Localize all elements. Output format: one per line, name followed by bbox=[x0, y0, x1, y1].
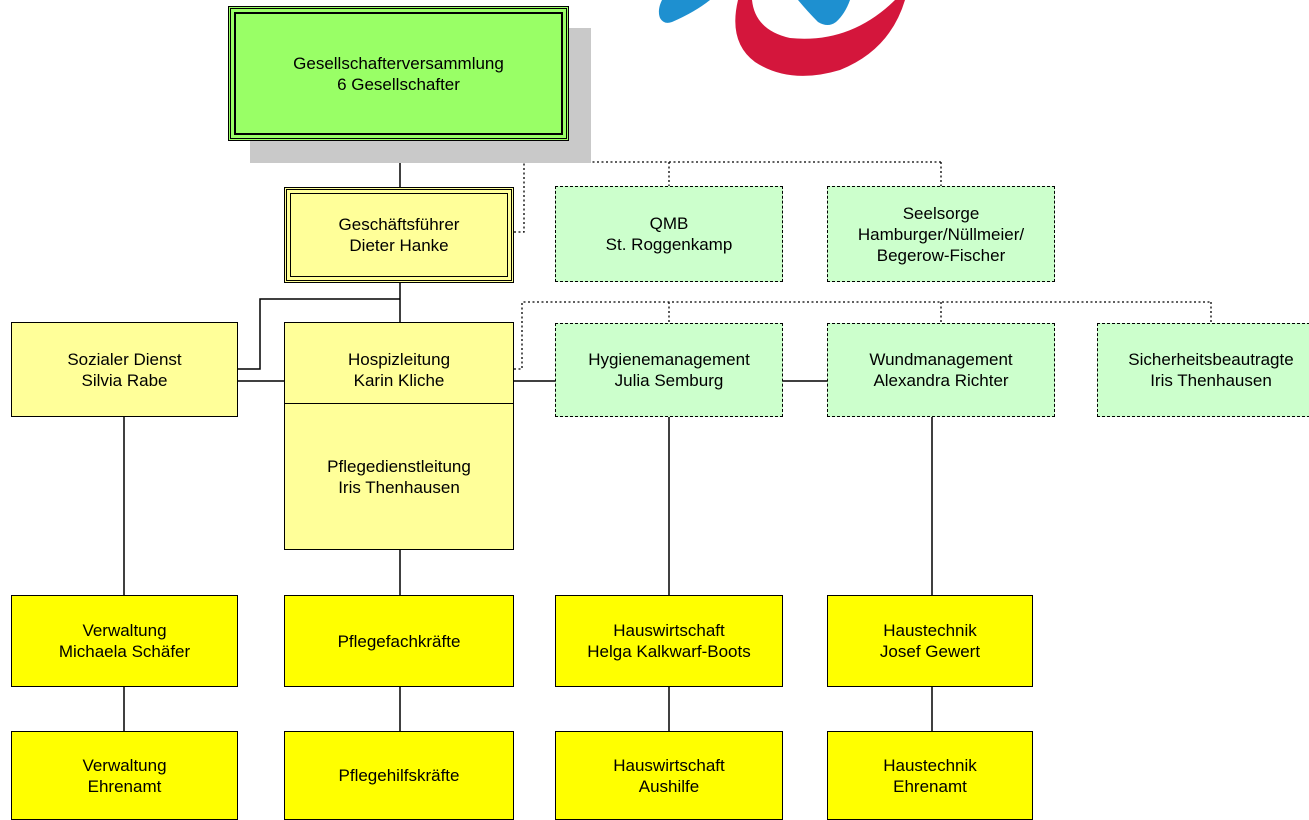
pflegehilfskraefte-title: Pflegehilfskräfte bbox=[338, 766, 460, 785]
geschaeftsfuehrer-name: Dieter Hanke bbox=[349, 236, 449, 255]
wund-name: Alexandra Richter bbox=[873, 371, 1009, 390]
haustechnik-name: Josef Gewert bbox=[879, 642, 981, 661]
sicherheit-name: Iris Thenhausen bbox=[1150, 371, 1272, 390]
hauswirtschaft-box: Hauswirtschaft Helga Kalkwarf-Boots bbox=[555, 595, 783, 687]
sicherheit-box: Sicherheitsbeautragte Iris Thenhausen bbox=[1097, 323, 1309, 417]
haustechnik-box: Haustechnik Josef Gewert bbox=[827, 595, 1033, 687]
sozialer-dienst-name: Silvia Rabe bbox=[81, 370, 168, 390]
seelsorge-box: Seelsorge Hamburger/Nüllmeier/ Begerow-F… bbox=[827, 186, 1055, 282]
haustechnik-title: Haustechnik bbox=[883, 621, 977, 640]
gesellschafter-title: Gesellschafterversammlung bbox=[293, 53, 504, 73]
hauswirtschaft-title: Hauswirtschaft bbox=[613, 621, 725, 640]
verwaltung-name: Michaela Schäfer bbox=[58, 642, 191, 661]
logo-red-swoosh bbox=[735, 0, 905, 76]
hygiene-name: Julia Semburg bbox=[614, 371, 724, 390]
qmb-title: QMB bbox=[649, 214, 689, 233]
sicherheit-title: Sicherheitsbeautragte bbox=[1128, 350, 1294, 369]
connector-staff-gf bbox=[514, 161, 941, 233]
logo-blue-swoosh bbox=[658, 0, 710, 23]
verwaltung-ehrenamt-subtitle: Ehrenamt bbox=[87, 776, 162, 796]
seelsorge-names-2: Begerow-Fischer bbox=[876, 245, 1006, 265]
hauswirtschaft-aushilfe-box: Hauswirtschaft Aushilfe bbox=[555, 731, 783, 820]
verwaltung-ehrenamt-box: Verwaltung Ehrenamt bbox=[11, 731, 238, 820]
hygiene-box: Hygienemanagement Julia Semburg bbox=[555, 323, 783, 417]
hauswirtschaft-aushilfe-subtitle: Aushilfe bbox=[638, 776, 700, 796]
pflegefachkraefte-box: Pflegefachkräfte bbox=[284, 595, 514, 687]
gesellschafter-count: 6 Gesellschafter bbox=[337, 74, 460, 94]
seelsorge-names-1: Hamburger/Nüllmeier/ bbox=[857, 224, 1025, 244]
pflegedienstleitung-name: Iris Thenhausen bbox=[338, 477, 460, 497]
wund-title: Wundmanagement bbox=[869, 350, 1013, 369]
sozialer-dienst-box: Sozialer Dienst Silvia Rabe bbox=[11, 322, 238, 417]
hygiene-title: Hygienemanagement bbox=[588, 350, 750, 369]
hospizleitung-box: Hospizleitung Karin Kliche bbox=[284, 322, 514, 417]
hauswirtschaft-name: Helga Kalkwarf-Boots bbox=[587, 642, 751, 661]
verwaltung-ehrenamt-title: Verwaltung bbox=[82, 755, 167, 775]
pflegehilfskraefte-box: Pflegehilfskräfte bbox=[284, 731, 514, 820]
hauswirtschaft-aushilfe-title: Hauswirtschaft bbox=[613, 755, 725, 775]
haustechnik-ehrenamt-subtitle: Ehrenamt bbox=[893, 776, 967, 796]
pflegedienstleitung-title: Pflegedienstleitung bbox=[327, 456, 471, 476]
connector-sozial bbox=[238, 298, 400, 370]
sozialer-dienst-title: Sozialer Dienst bbox=[67, 349, 182, 369]
seelsorge-title: Seelsorge bbox=[902, 203, 980, 223]
qmb-box: QMB St. Roggenkamp bbox=[555, 186, 783, 282]
haustechnik-ehrenamt-title: Haustechnik bbox=[883, 755, 977, 775]
hospizleitung-name: Karin Kliche bbox=[353, 370, 445, 390]
pflegedienstleitung-box: Pflegedienstleitung Iris Thenhausen bbox=[284, 403, 514, 550]
haustechnik-ehrenamt-box: Haustechnik Ehrenamt bbox=[827, 731, 1033, 820]
hospizleitung-title: Hospizleitung bbox=[347, 349, 451, 369]
hospice-logo bbox=[658, 0, 905, 76]
geschaeftsfuehrer-box: Geschäftsführer Dieter Hanke bbox=[284, 187, 514, 283]
verwaltung-box: Verwaltung Michaela Schäfer bbox=[11, 595, 238, 687]
connector-staff-hospiz bbox=[514, 301, 1211, 370]
gesellschafter-box: Gesellschafterversammlung 6 Gesellschaft… bbox=[228, 6, 569, 141]
geschaeftsfuehrer-title: Geschäftsführer bbox=[338, 215, 460, 234]
verwaltung-title: Verwaltung bbox=[82, 621, 167, 640]
logo-blue-swoosh-right bbox=[798, 0, 850, 25]
qmb-name: St. Roggenkamp bbox=[605, 235, 733, 254]
wund-box: Wundmanagement Alexandra Richter bbox=[827, 323, 1055, 417]
pflegefachkraefte-title: Pflegefachkräfte bbox=[337, 631, 461, 651]
